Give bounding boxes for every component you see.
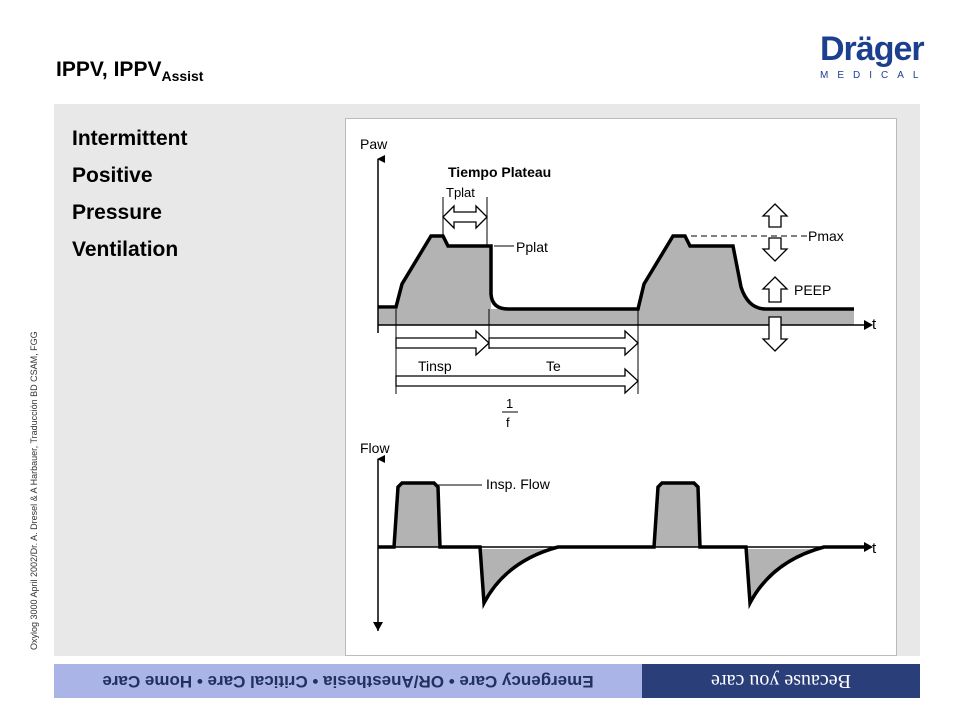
logo-wordmark: Dräger xyxy=(820,30,925,68)
insp-flow-fill-1 xyxy=(394,483,440,547)
pplat-label: Pplat xyxy=(516,239,548,255)
waveform-svg: Paw t Tiempo Plateau Tplat Pplat Pmax PE… xyxy=(360,136,877,631)
pressure-x-arrowhead xyxy=(864,320,873,330)
flow-curve xyxy=(378,481,864,610)
t-label-pressure: t xyxy=(872,316,877,333)
t-label-flow: t xyxy=(872,540,877,557)
flow-y-down-arrowhead xyxy=(373,622,383,631)
peep-up-arrow xyxy=(761,276,789,303)
pressure-graph: Paw t Tiempo Plateau Tplat Pplat Pmax PE… xyxy=(360,136,877,430)
slide-title: IPPV, IPPVAssist xyxy=(56,58,203,84)
te-label: Te xyxy=(546,358,561,374)
footer-care-areas: Emergency Care • OR/Anesthesia • Critica… xyxy=(54,664,642,698)
peep-down-arrow xyxy=(761,316,789,352)
breath2-fill xyxy=(638,236,756,309)
pmax-up-arrow xyxy=(761,203,789,228)
logo-tagline: MEDICAL xyxy=(820,70,928,81)
peep-band xyxy=(378,309,854,325)
term-positive: Positive xyxy=(72,164,153,187)
term-intermittent: Intermittent xyxy=(72,127,188,150)
exp-flow-fill-1 xyxy=(480,549,556,603)
freq-denominator: f xyxy=(506,415,510,430)
flow-graph: Flow t Insp. Flow xyxy=(360,440,877,631)
exp-flow-fill-2 xyxy=(746,549,822,603)
side-note: Oxylog 3000 April 2002/Dr. A. Dresel & A… xyxy=(29,331,39,650)
breath1-fill xyxy=(396,236,491,309)
tplat-label: Tplat xyxy=(446,185,475,200)
footer-slogan-text: Because you care xyxy=(711,670,851,693)
footer-care-areas-text: Emergency Care • OR/Anesthesia • Critica… xyxy=(102,672,594,691)
tplat-double-arrow xyxy=(442,204,488,230)
flow-label: Flow xyxy=(360,440,390,456)
term-ventilation: Ventilation xyxy=(72,238,179,261)
pmax-label: Pmax xyxy=(808,228,844,244)
plateau-time-title: Tiempo Plateau xyxy=(448,164,551,180)
footer-slogan: Because you care xyxy=(642,664,920,698)
pressure-curve xyxy=(378,234,854,311)
slide-title-subscript: Assist xyxy=(161,68,204,84)
tinsp-label: Tinsp xyxy=(418,358,452,374)
drager-logo: Dräger MEDICAL xyxy=(820,30,928,81)
te-arrow xyxy=(488,329,639,357)
flow-x-arrowhead xyxy=(864,542,873,552)
paw-label: Paw xyxy=(360,136,388,152)
peep-label: PEEP xyxy=(794,282,831,298)
insp-flow-fill-2 xyxy=(654,483,700,547)
tinsp-arrow xyxy=(395,329,490,357)
pmax-down-arrow xyxy=(761,237,789,262)
slide-title-main: IPPV, IPPV xyxy=(56,58,162,81)
freq-numerator: 1 xyxy=(506,396,513,411)
term-pressure: Pressure xyxy=(72,201,162,224)
period-arrow xyxy=(395,367,639,395)
ventilation-diagram: Paw t Tiempo Plateau Tplat Pplat Pmax PE… xyxy=(345,118,897,656)
insp-flow-label: Insp. Flow xyxy=(486,476,551,492)
acronym-terms: Intermittent Positive Pressure Ventilati… xyxy=(72,120,188,268)
